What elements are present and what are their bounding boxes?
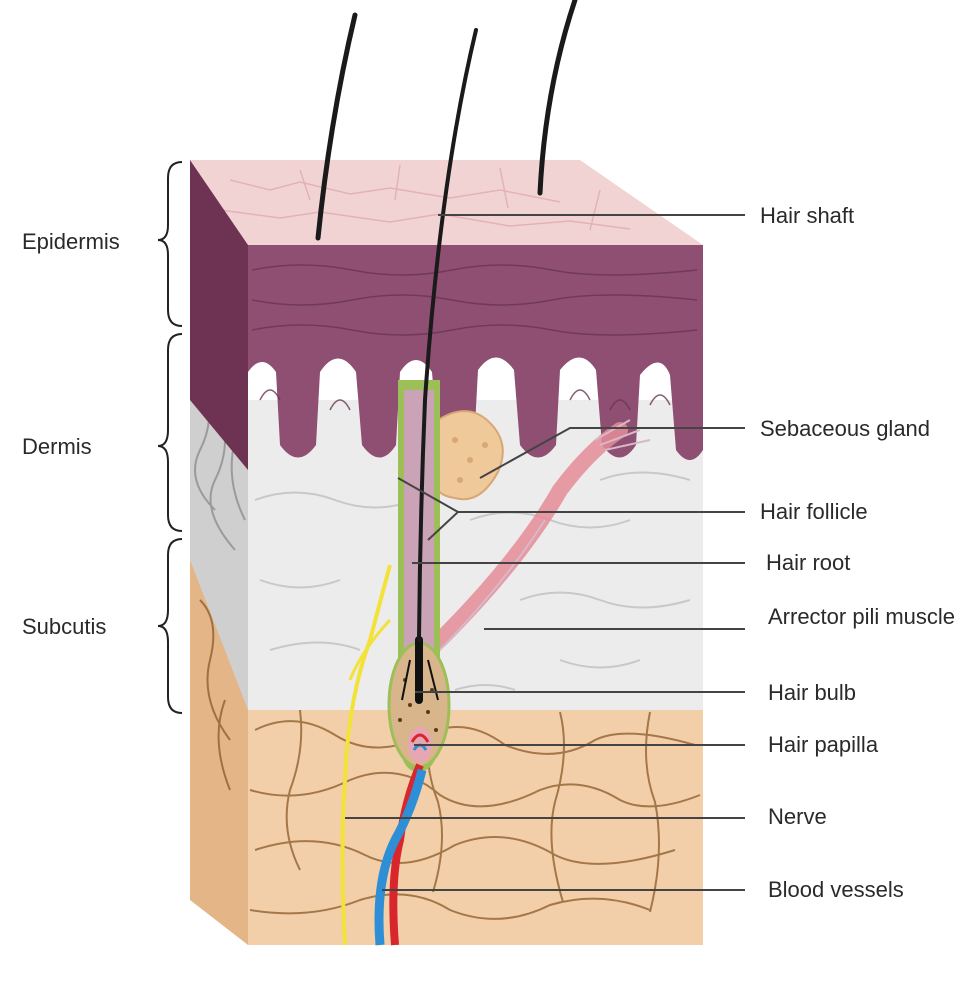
label-epidermis: Epidermis [22,229,120,254]
blood-vessels-shape [374,763,427,946]
leader-lines [345,214,745,891]
label-dermis: Dermis [22,434,92,459]
label-hair-bulb: Hair bulb [768,680,857,705]
label-hair-root: Hair root [766,550,851,575]
label-blood-vessels: Blood vessels [768,877,904,902]
nerve-shape [340,564,392,946]
label-hair-follicle: Hair follicle [760,499,868,524]
label-sebaceous-gland: Sebaceous gland [760,416,931,441]
label-subcutis: Subcutis [22,614,107,639]
layer-brackets [157,161,183,714]
hair-shafts [315,0,578,642]
label-hair-shaft: Hair shaft [760,203,855,228]
arrector-pili-muscle-shape [429,419,651,661]
label-hair-papilla: Hair papilla [768,732,879,757]
label-arrector-pili-muscle: Arrector pili muscle [768,604,956,629]
label-nerve: Nerve [768,804,827,829]
